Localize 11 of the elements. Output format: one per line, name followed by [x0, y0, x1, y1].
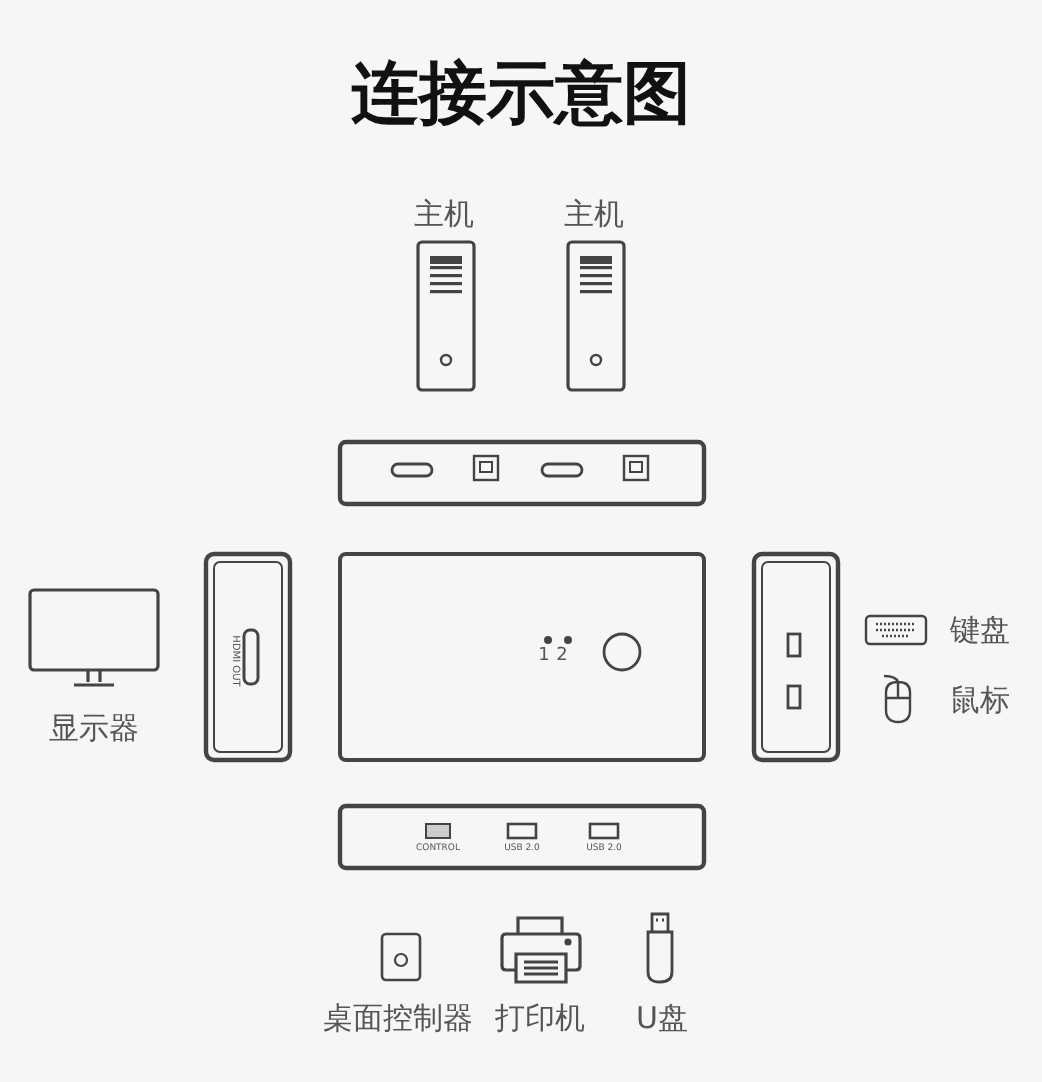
device-name: 打印机 [495, 1004, 585, 1034]
device-name: 键盘 [950, 616, 1010, 646]
indicator-number: 2 [556, 648, 568, 666]
device-name: 显示器 [49, 714, 139, 744]
device-name: 主机 [564, 200, 624, 230]
device-name: 主机 [414, 200, 474, 230]
title: 连接示意图 [349, 60, 693, 128]
device-name: 桌面控制器 [323, 1004, 473, 1034]
device-name: 鼠标 [950, 686, 1010, 716]
device-name: U盘 [636, 1004, 688, 1034]
indicator-number: 1 [538, 648, 550, 666]
